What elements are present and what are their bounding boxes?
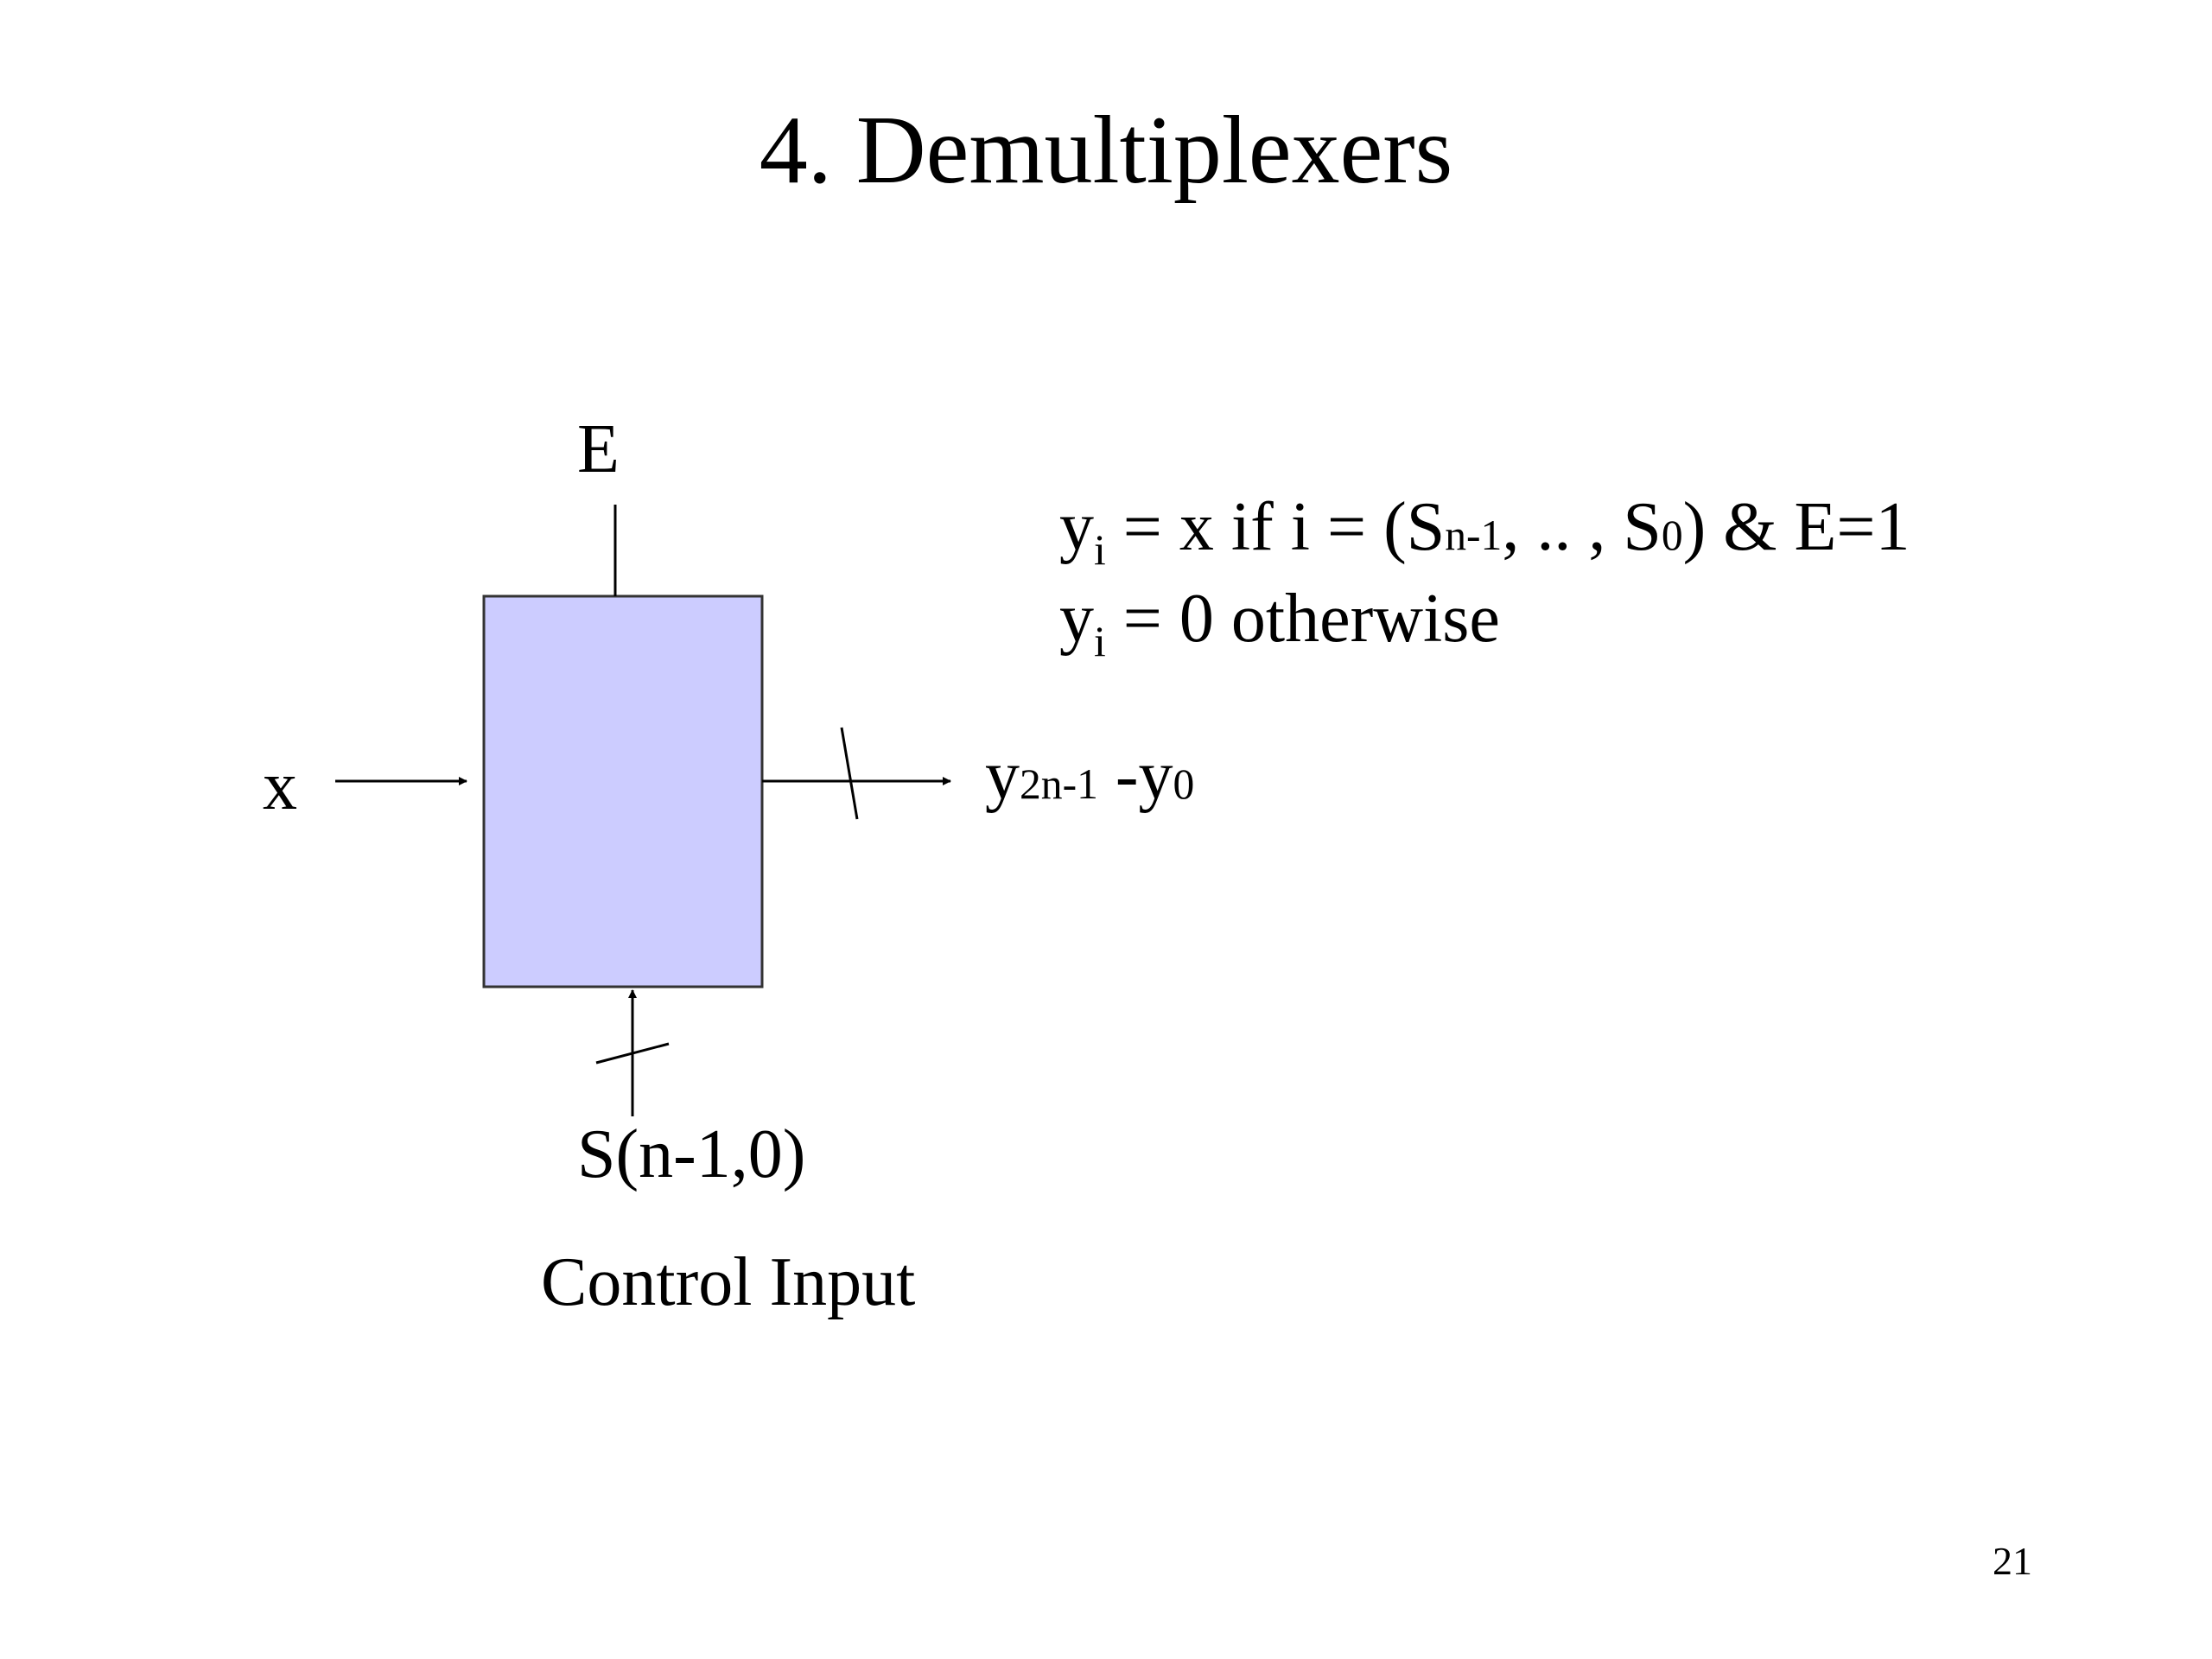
output-sep: -y [1097, 738, 1173, 814]
output-y: y [985, 738, 1020, 814]
enable-label: E [577, 411, 620, 487]
eq1-end: ) & E=1 [1682, 489, 1910, 565]
output-low-sub: 0 [1173, 760, 1195, 808]
equation-line-2: yi = 0 otherwise [1059, 584, 1500, 664]
eq1-mid2: , .. , S [1502, 489, 1662, 565]
output-bus-slash [840, 727, 859, 820]
eq1-mid: = x if i = (S [1105, 489, 1446, 565]
input-label: x [263, 748, 297, 824]
eq2-y: y [1059, 581, 1094, 657]
page-number: 21 [1993, 1539, 2032, 1583]
eq1-s-high-sub: n-1 [1445, 512, 1503, 559]
output-high-sub: 2n-1 [1020, 760, 1098, 808]
eq1-y: y [1059, 489, 1094, 565]
control-input-label: Control Input [541, 1244, 916, 1320]
eq2-rest: = 0 otherwise [1105, 581, 1500, 657]
select-bus-slash [595, 1042, 670, 1065]
demux-block [482, 594, 764, 988]
select-label: S(n-1,0) [577, 1116, 806, 1192]
eq1-i-sub: i [1094, 526, 1106, 575]
output-label: y2n-1 -y0 [985, 741, 1194, 810]
slide-title: 4. Demultiplexers [759, 97, 1453, 204]
eq1-s-low-sub: 0 [1661, 512, 1683, 559]
eq2-i-sub: i [1094, 618, 1106, 666]
equation-line-1: yi = x if i = (Sn-1, .. , S0) & E=1 [1059, 493, 1910, 572]
